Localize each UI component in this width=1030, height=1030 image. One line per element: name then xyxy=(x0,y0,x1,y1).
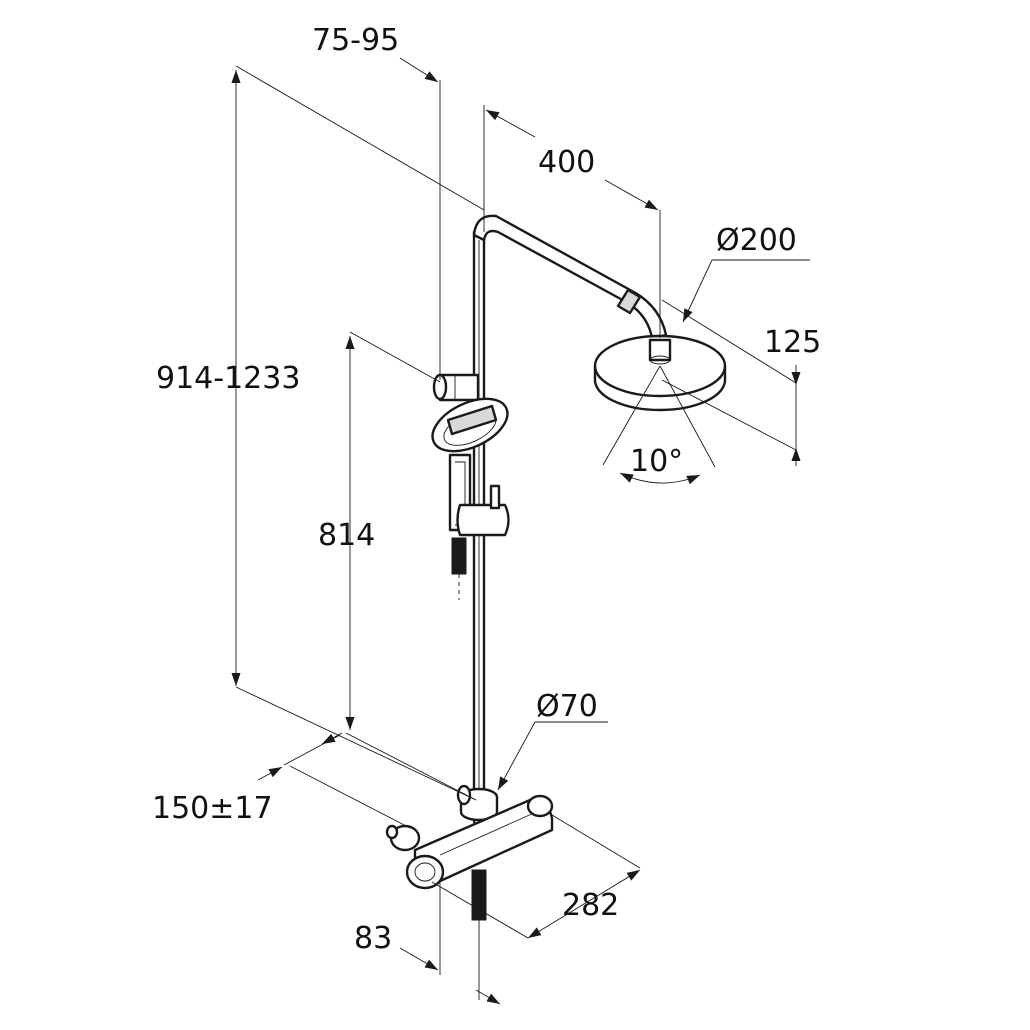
slider-holder xyxy=(451,484,510,575)
overhead-shower-head xyxy=(593,334,727,412)
label-wall-offset: 83 xyxy=(354,921,392,956)
rail-connector xyxy=(456,784,499,822)
wall-bracket xyxy=(432,373,480,402)
dimension-lines xyxy=(231,57,810,1005)
label-spray-angle: 10° xyxy=(630,444,683,479)
shower-arm xyxy=(472,214,668,340)
label-rail-offset: 75-95 xyxy=(312,23,399,58)
label-connector-diameter: Ø70 xyxy=(536,689,598,724)
label-head-height: 125 xyxy=(764,325,821,360)
label-arm-length: 400 xyxy=(538,145,595,180)
label-head-diameter: Ø200 xyxy=(716,223,797,258)
thermostatic-mixer xyxy=(385,794,554,921)
label-inlet-distance: 150±17 xyxy=(152,791,273,826)
label-total-height: 914-1233 xyxy=(156,361,300,396)
shower-product xyxy=(385,214,727,921)
label-rail-height: 814 xyxy=(318,518,375,553)
label-mixer-width: 282 xyxy=(562,888,619,923)
